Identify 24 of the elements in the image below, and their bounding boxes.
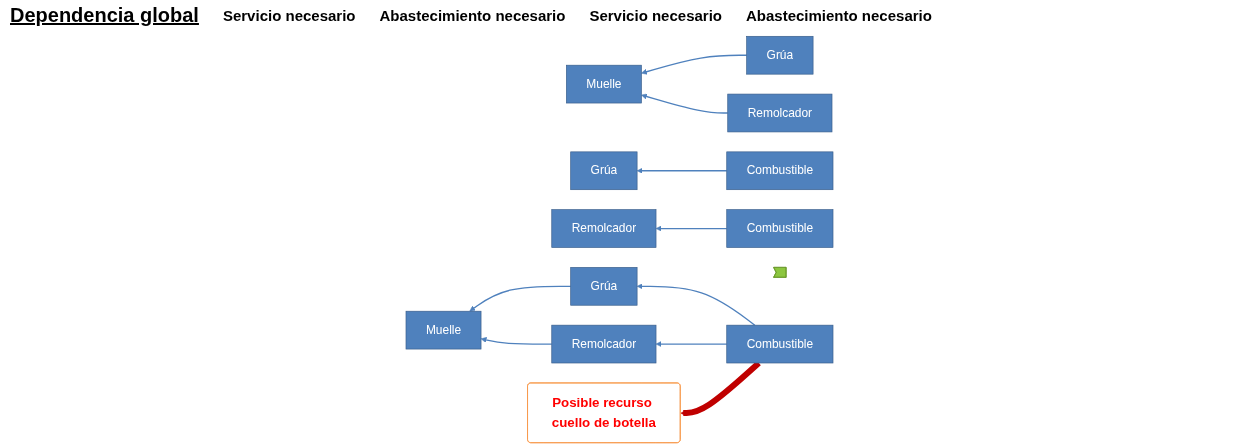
node-box: Remolcador [551, 324, 657, 364]
relation-note: Abastecimiento necesario [379, 7, 566, 24]
node-box: Grúa [570, 151, 638, 191]
arrow [480, 337, 553, 345]
diagram-title: Dependencia global [10, 4, 199, 27]
node-box: Remolcador [727, 93, 833, 133]
arrow [636, 167, 728, 174]
arrow [655, 341, 728, 347]
relation-note: Servicio necesario [222, 7, 356, 24]
node-box: Combustible [726, 209, 834, 248]
node-box: Muelle [566, 64, 642, 104]
arrow [641, 93, 729, 114]
node-box: Combustible [726, 151, 834, 191]
relation-note: Servicio necesario [589, 7, 722, 24]
arrow [469, 285, 572, 312]
relation-note: Abastecimiento necesario [746, 7, 932, 24]
node-box: Remolcador [551, 209, 657, 248]
arrow [636, 283, 756, 326]
arrow [655, 225, 728, 232]
arrow [641, 54, 748, 75]
node-box: Muelle [405, 310, 482, 350]
node-box: Combustible [726, 324, 834, 364]
node-box: Grúa [570, 267, 638, 306]
node-box: Grúa [746, 36, 814, 75]
